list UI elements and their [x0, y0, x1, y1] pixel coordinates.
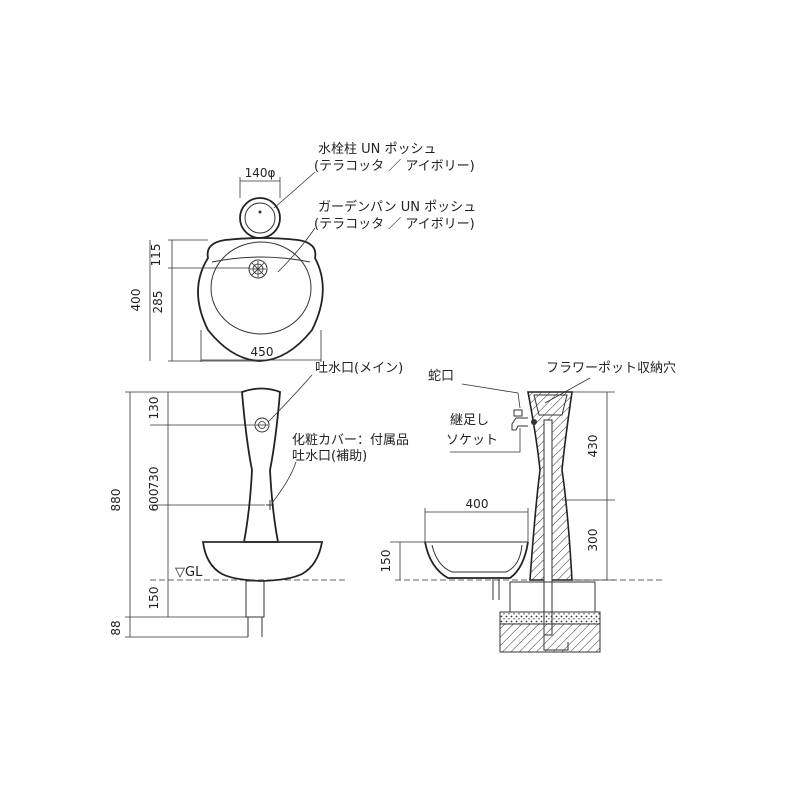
pan-label-line1: ガーデンパン UN ポッシュ [318, 199, 476, 215]
socket-label-line2: ソケット [446, 433, 498, 448]
front-post [241, 387, 281, 543]
side-pan [424, 541, 529, 579]
side-dim-300: 300 [586, 529, 600, 552]
foundation-soil [499, 623, 601, 653]
post-top-circle [239, 197, 281, 239]
cover-label: 化粧カバー：付属品 [292, 433, 409, 448]
side-dim-430: 430 [586, 435, 600, 458]
drain-icon [248, 259, 268, 279]
dim-150: 150 [147, 587, 161, 610]
dim-600: 600 [147, 489, 161, 512]
dim-730: 730 [147, 467, 161, 490]
side-view: 400 150 430 300 蛇口 フラワーポット収納穴 継足し ソケット [379, 361, 676, 653]
pan-label-line2: (テラコッタ ／ アイボリー) [314, 217, 475, 232]
side-dim-150: 150 [379, 550, 393, 573]
side-dim-400: 400 [466, 497, 489, 511]
aux-spout-label: 吐水口(補助) [292, 449, 367, 464]
main-spout-icon [254, 417, 270, 433]
front-pan [201, 541, 324, 582]
dim-880: 880 [109, 489, 123, 512]
ground-label: ▽GL [175, 565, 203, 580]
dim-depth-bottom: 285 [151, 291, 165, 314]
top-view: 140φ 115 400 285 450 [129, 142, 476, 362]
dim-diameter: 140φ [245, 166, 276, 180]
dim-88: 88 [109, 620, 123, 635]
post-label-line2: (テラコッタ ／ アイボリー) [314, 159, 475, 174]
dim-depth-top: 115 [149, 244, 163, 267]
aux-spout-icon [266, 500, 274, 510]
post-label-line1: 水栓柱 UN ポッシュ [318, 142, 437, 157]
garden-pan-top [197, 237, 324, 362]
underground-box [245, 580, 265, 618]
faucet-icon [511, 409, 537, 431]
dim-130: 130 [147, 397, 161, 420]
main-spout-label: 吐水口(メイン) [315, 361, 403, 376]
dim-depth-total: 400 [129, 289, 143, 312]
socket-label-line1: 継足し [450, 413, 489, 428]
foundation-gravel [499, 611, 601, 625]
flowerpot-label: フラワーポット収納穴 [546, 361, 676, 376]
front-view: ▽GL 130 730 600 [109, 361, 409, 638]
faucet-label: 蛇口 [428, 369, 454, 384]
dim-width: 450 [251, 345, 274, 359]
